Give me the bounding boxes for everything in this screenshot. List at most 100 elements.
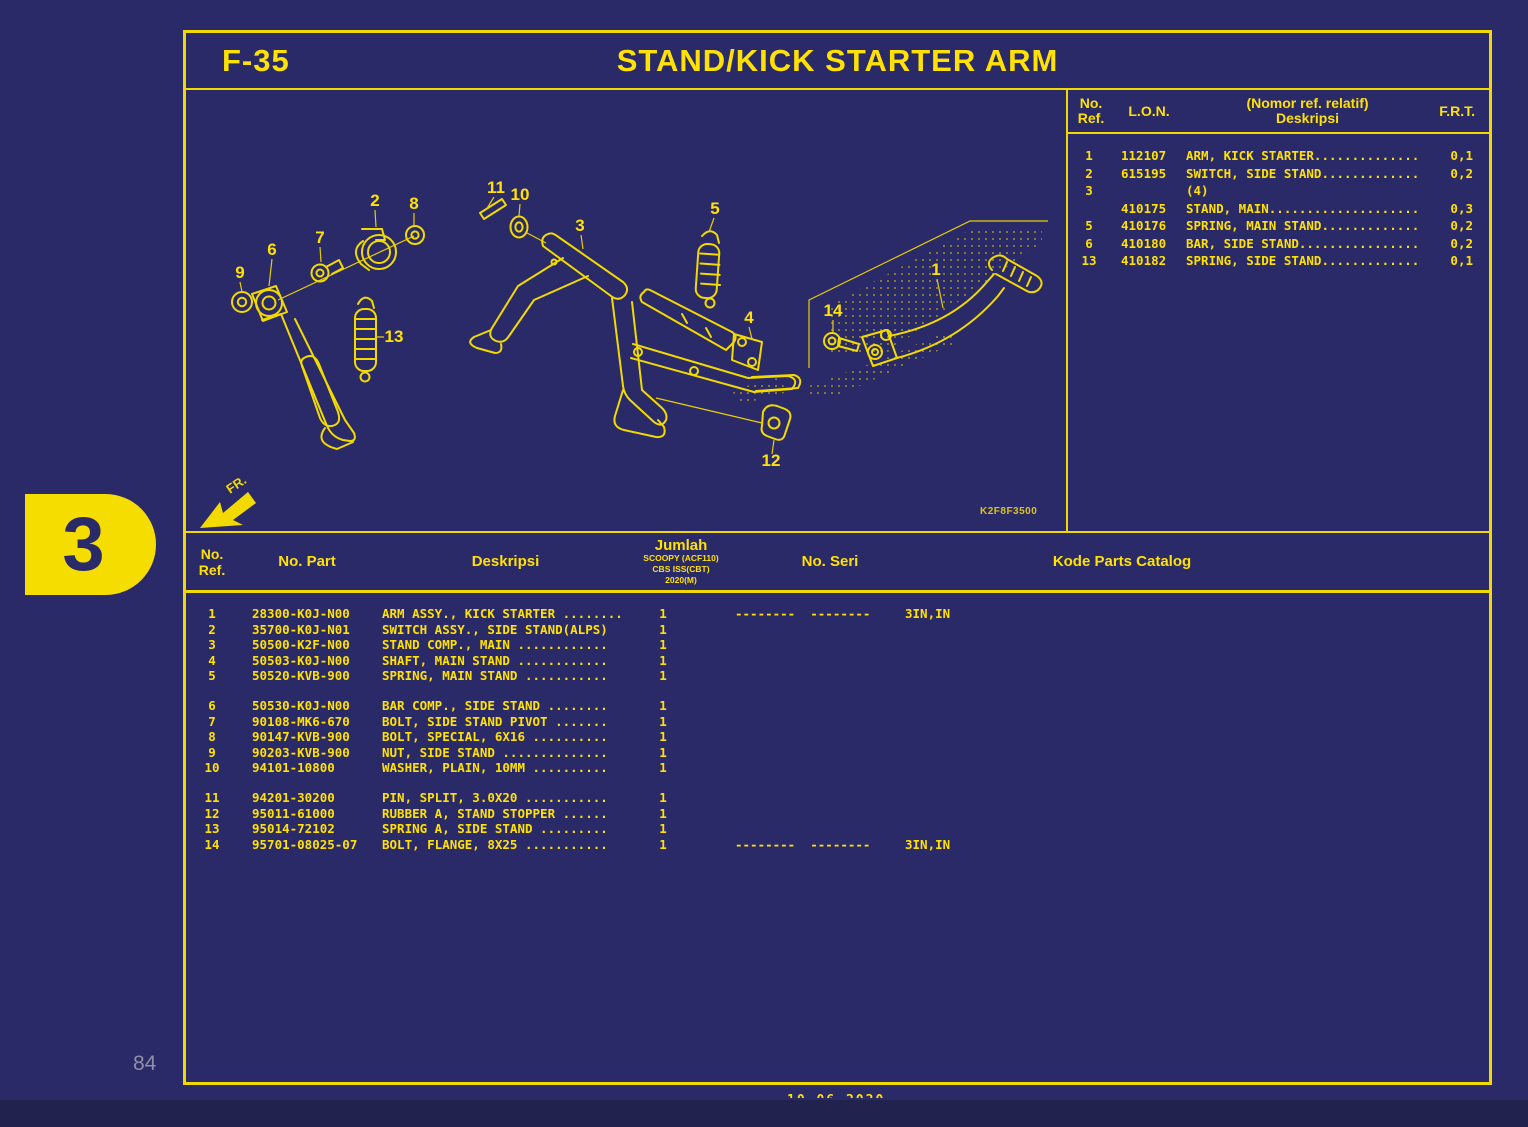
parts-cell-seri (691, 821, 896, 837)
lon-cell-desc: STAND, MAIN.................... (1186, 200, 1420, 216)
lon-cell-frt: 0,2 (1450, 235, 1473, 251)
lon-cell-frt: 0,2 (1450, 165, 1473, 181)
lon-cell-ref: 3 (1085, 183, 1093, 198)
parts-cell-kode (896, 745, 1489, 761)
callout-14: 14 (824, 301, 843, 320)
parts-cell-part: 50530-K0J-N00 (252, 697, 350, 713)
footer-clipped-date: 10.06.2020 (787, 1091, 907, 1098)
parts-cell-kode: 3IN,IN (905, 836, 951, 852)
parts-cell-kode (896, 698, 1489, 714)
parts-cell-part: 35700-K0J-N01 (252, 621, 350, 637)
parts-cell-ref: 11 (204, 789, 220, 805)
page-title: STAND/KICK STARTER ARM (616, 42, 1059, 78)
parts-cell-part: 50500-K2F-N00 (252, 637, 350, 653)
row-group-gap (186, 684, 1489, 698)
callout-5: 5 (710, 199, 719, 218)
assembly-axis-line (278, 236, 414, 300)
callout-11: 11 (487, 178, 505, 197)
lon-cell-lon: 410176 (1121, 218, 1167, 233)
callout-13: 13 (385, 327, 404, 346)
parts-cell-qty: 1 (659, 668, 667, 684)
parts-cell-qty: 1 (659, 621, 667, 637)
lon-cell-frt (1431, 182, 1489, 200)
parts-cell-kode: 3IN,IN (905, 606, 951, 621)
callout-9: 9 (235, 263, 244, 282)
section-number: 3 (62, 502, 105, 587)
part-split-pin (480, 199, 506, 219)
titlebar: F-35 STAND/KICK STARTER ARM (186, 33, 1489, 90)
parts-cell-seri (691, 806, 896, 822)
drawing-code: K2F8F3500 (980, 506, 1037, 517)
parts-cell-seri: -------- -------- (735, 836, 871, 852)
part-nut-8 (406, 226, 424, 244)
parts-cell-desc: SPRING A, SIDE STAND ......... (382, 821, 608, 837)
part-side-stand-bar (262, 314, 355, 449)
lon-cell-desc: (4) (1186, 183, 1209, 198)
parts-cell-desc: SPRING, MAIN STAND ........... (382, 668, 608, 684)
parts-cell-qty: 1 (659, 713, 667, 729)
parts-cell-ref: 10 (204, 760, 220, 776)
parts-cell-part: 28300-K0J-N00 (252, 606, 350, 621)
parts-cell-qty: 1 (659, 652, 667, 668)
part-bar-side-stand-bracket (252, 286, 287, 321)
part-spring-main-stand (695, 231, 722, 307)
parts-cell-kode (896, 821, 1489, 837)
parts-cell-ref: 3 (208, 637, 216, 653)
part-rubber-stand-stopper (762, 405, 791, 440)
lon-cell-frt: 0,1 (1450, 148, 1473, 163)
vertical-divider (1066, 90, 1068, 531)
parts-cell-desc: BOLT, FLANGE, 8X25 ........... (382, 836, 608, 852)
parts-header-jumlah: Jumlah SCOOPY (ACF110) CBS ISS(CBT) 2020… (643, 536, 719, 585)
parts-table-header: No. Ref. No. Part Deskripsi Jumlah SCOOP… (186, 533, 1489, 593)
parts-cell-ref: 12 (204, 805, 220, 821)
callout-7: 7 (315, 228, 324, 247)
parts-cell-kode (896, 653, 1489, 669)
lon-cell-frt: 0,1 (1450, 253, 1473, 268)
parts-cell-seri: -------- -------- (735, 606, 871, 621)
parts-cell-seri (691, 637, 896, 653)
parts-cell-seri (691, 668, 896, 684)
callout-leader-lines (240, 197, 943, 454)
parts-cell-seri (691, 698, 896, 714)
lon-cell-desc: SWITCH, SIDE STAND............. (1186, 165, 1420, 181)
lon-cell-lon: 410180 (1121, 235, 1167, 251)
section-badge: 3 (25, 494, 156, 595)
lon-cell-lon (1110, 182, 1186, 200)
parts-cell-qty: 1 (659, 637, 667, 653)
parts-cell-desc: BOLT, SPECIAL, 6X16 .......... (382, 729, 608, 745)
parts-cell-kode (896, 622, 1489, 638)
part-bolt-pivot (312, 260, 344, 282)
callout-12: 12 (762, 451, 781, 470)
parts-cell-ref: 8 (208, 729, 216, 745)
parts-cell-qty: 1 (659, 606, 667, 621)
parts-cell-kode (896, 637, 1489, 653)
parts-cell-part: 90203-KVB-900 (252, 744, 350, 760)
lon-cell-ref: 1 (1085, 148, 1093, 163)
parts-cell-ref: 14 (204, 836, 220, 852)
part-switch-side-stand (356, 229, 396, 270)
lon-cell-lon: 410182 (1121, 253, 1167, 268)
parts-cell-qty: 1 (659, 836, 667, 852)
part-washer-plain (511, 217, 528, 238)
parts-cell-ref: 6 (208, 697, 216, 713)
parts-cell-kode (896, 668, 1489, 684)
lon-table-row: 3 (4) (1068, 182, 1489, 200)
lon-header-frt: F.R.T. (1439, 103, 1475, 119)
lon-cell-lon: 615195 (1121, 165, 1167, 181)
